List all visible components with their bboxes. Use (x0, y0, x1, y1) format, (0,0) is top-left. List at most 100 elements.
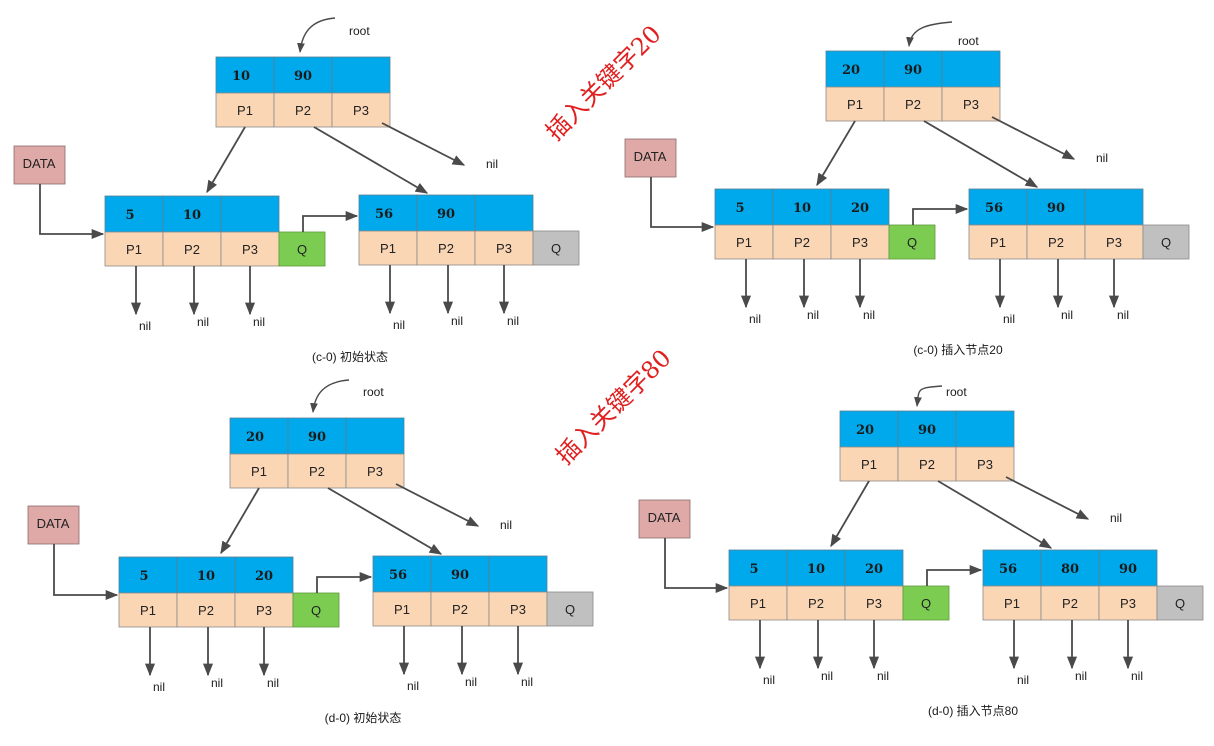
pointer-label: P1 (237, 103, 253, 118)
nil-label: nil (1075, 669, 1087, 683)
key-cell (234, 556, 294, 594)
q-label: Q (565, 602, 575, 617)
q-label: Q (1175, 596, 1185, 611)
key-cell (331, 56, 391, 94)
pointer-cell (883, 86, 943, 122)
nil-label: nil (1017, 673, 1029, 687)
key-cell (897, 410, 957, 448)
pointer-cell (941, 86, 1001, 122)
pointer-cell (358, 230, 418, 266)
q-label: Q (1161, 235, 1171, 250)
pointer-cell (430, 591, 490, 627)
q-box-right (532, 230, 580, 266)
data-label: DATA (634, 149, 667, 164)
panel-caption: (d-0) 初始状态 (325, 711, 402, 725)
pointer-label: P1 (1004, 596, 1020, 611)
nil-label: nil (1096, 151, 1108, 165)
pointer-label: P3 (353, 103, 369, 118)
pointer-label: P3 (242, 242, 258, 257)
q-link-arrow (302, 210, 359, 232)
key-cell (372, 555, 432, 593)
pointer-cell (982, 585, 1042, 621)
pointer-label: P3 (256, 603, 272, 618)
root-p1-arrow (816, 120, 856, 187)
q-box-left (278, 231, 326, 267)
key-value: 10 (793, 201, 811, 216)
root-p2-arrow (937, 480, 1053, 549)
q-box-right (1142, 224, 1190, 260)
nil-label: nil (451, 314, 463, 328)
root-p1-arrow (830, 480, 870, 548)
pointer-cell (345, 453, 405, 489)
pointer-label: P2 (808, 596, 824, 611)
key-value: 90 (294, 69, 312, 84)
nil-label: nil (1003, 312, 1015, 326)
key-cell (825, 50, 885, 88)
pointer-label: P1 (990, 235, 1006, 250)
key-value: 20 (255, 569, 273, 584)
key-value: 80 (1061, 562, 1079, 577)
q-link-arrow (316, 571, 373, 593)
root-p3-arrow (991, 116, 1076, 160)
pointer-cell (1098, 585, 1158, 621)
key-value: 10 (232, 69, 250, 84)
data-box (27, 505, 80, 545)
pointer-cell (220, 231, 280, 267)
pointer-cell (728, 585, 788, 621)
key-value: 20 (842, 63, 860, 78)
key-cell (273, 56, 333, 94)
pointer-cell (488, 591, 548, 627)
key-value: 90 (451, 568, 469, 583)
q-box-left (888, 224, 936, 260)
q-box-right (1156, 585, 1204, 621)
pointer-label: P3 (866, 596, 882, 611)
key-cell (104, 195, 164, 233)
q-label: Q (311, 603, 321, 618)
key-cell (941, 50, 1001, 88)
key-value: 10 (807, 562, 825, 577)
nil-label: nil (211, 676, 223, 690)
root-p3-arrow (1005, 476, 1090, 520)
key-cell (176, 556, 236, 594)
root-p3-arrow (395, 483, 480, 527)
key-cell (345, 417, 405, 455)
nil-label: nil (486, 157, 498, 171)
key-cell (1098, 549, 1158, 587)
nil-label: nil (749, 312, 761, 326)
pointer-label: P3 (1120, 596, 1136, 611)
nil-label: nil (500, 518, 512, 532)
root-pointer-arrow (914, 385, 943, 407)
pointer-label: P2 (438, 241, 454, 256)
nil-label: nil (1110, 511, 1122, 525)
pointer-label: P2 (919, 457, 935, 472)
pointer-label: P2 (1048, 235, 1064, 250)
pointer-label: P1 (140, 603, 156, 618)
pointer-cell (104, 231, 164, 267)
key-value: 20 (865, 562, 883, 577)
q-link-arrow (912, 203, 969, 225)
key-cell (1040, 549, 1100, 587)
key-cell (162, 195, 222, 233)
pointer-cell (234, 592, 294, 628)
pointer-label: P2 (905, 97, 921, 112)
nil-label: nil (197, 315, 209, 329)
key-cell (1084, 188, 1144, 226)
nil-label: nil (267, 676, 279, 690)
pointer-label: P3 (852, 235, 868, 250)
pointer-label: P1 (750, 596, 766, 611)
key-value: 90 (1119, 562, 1137, 577)
q-box-right (546, 591, 594, 627)
nil-label: nil (877, 669, 889, 683)
key-value: 90 (918, 423, 936, 438)
root-p1-arrow (206, 126, 246, 194)
q-box-left (292, 592, 340, 628)
key-cell (982, 549, 1042, 587)
root-p1-arrow (220, 487, 260, 555)
